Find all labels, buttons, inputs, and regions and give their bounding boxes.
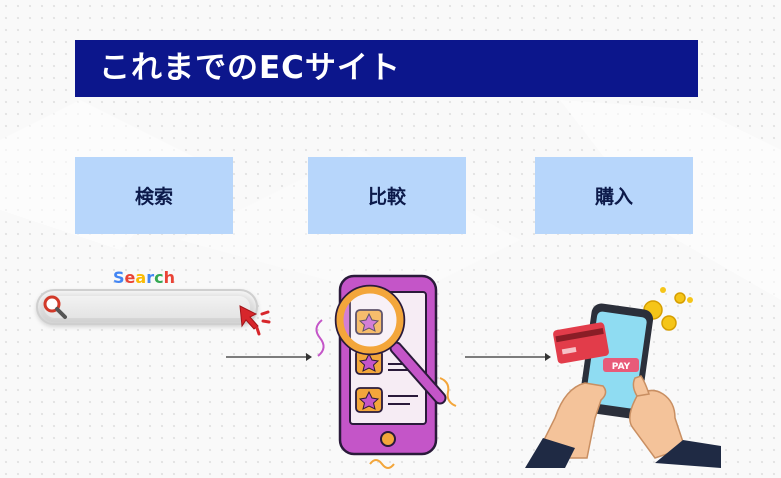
search-word-logo: Search bbox=[113, 268, 175, 287]
step-compare-label: 比較 bbox=[367, 186, 406, 208]
hand-icon bbox=[525, 375, 721, 468]
cursor-arrow-icon bbox=[239, 305, 271, 336]
search-letter: e bbox=[124, 268, 136, 287]
pay-button-label: PAY bbox=[612, 362, 631, 372]
magnifier-icon bbox=[334, 284, 447, 405]
purchase-illustration: PAY bbox=[525, 287, 721, 468]
step-purchase-box: 購入 bbox=[535, 157, 693, 234]
search-letter: h bbox=[163, 268, 175, 287]
compare-phone-illustration bbox=[315, 274, 457, 469]
search-icon bbox=[43, 295, 67, 319]
search-bar-illustration bbox=[36, 289, 258, 325]
search-letter: S bbox=[113, 268, 125, 287]
step-search-box: 検索 bbox=[75, 157, 233, 234]
flow-arrow-2 bbox=[465, 353, 551, 361]
search-letter: r bbox=[146, 268, 155, 287]
flow-arrow-1 bbox=[226, 353, 312, 361]
credit-card-icon bbox=[553, 322, 609, 364]
step-search-label: 検索 bbox=[134, 186, 173, 208]
step-compare-box: 比較 bbox=[308, 157, 466, 234]
star-icon bbox=[355, 309, 383, 335]
page-title: これまでのECサイト bbox=[75, 40, 698, 97]
star-icon bbox=[355, 387, 383, 413]
search-letter: a bbox=[135, 268, 147, 287]
step-purchase-label: 購入 bbox=[594, 186, 633, 208]
search-letter: c bbox=[154, 268, 164, 287]
